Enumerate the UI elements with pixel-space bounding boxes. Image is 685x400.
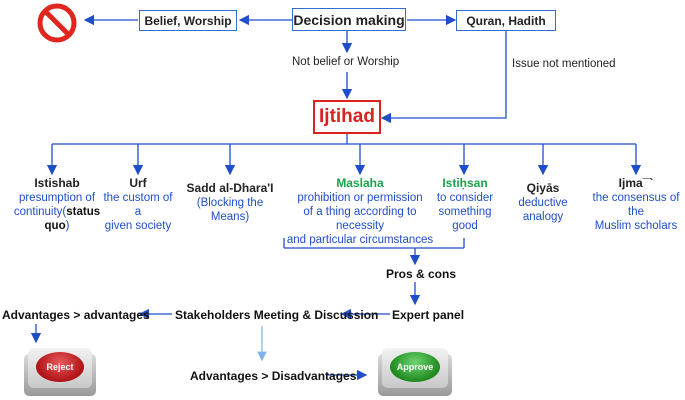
not-belief-label: Not belief or Worship xyxy=(292,56,400,68)
quran-hadith-label: Quran, Hadith xyxy=(466,13,546,28)
prohibited-icon xyxy=(37,3,77,43)
sadd-title: Sadd al-Dhara'I xyxy=(186,181,274,195)
method-istihsan: Istiḥsan to consider something good xyxy=(428,176,502,233)
urf-desc2: given society xyxy=(104,220,172,232)
issue-not-mentioned-label: Issue not mentioned xyxy=(512,58,616,70)
method-sadd-al-dharai: Sadd al-Dhara'I (Blocking the Means) xyxy=(180,181,280,224)
ijma-desc1: the consensus of the xyxy=(592,192,680,218)
maslaha-title: Maslaha xyxy=(336,176,384,190)
method-qiyas: Qiyās deductive analogy xyxy=(500,181,586,224)
advantages-gt-disadvantages-label: Advantages > Disadvantages xyxy=(190,369,357,383)
quran-hadith-box: Quran, Hadith xyxy=(456,10,556,31)
method-ijma: Ijma¯` the consensus of the Muslim schol… xyxy=(588,176,684,233)
ijtihad-box: Ijtihad xyxy=(313,100,381,134)
qiyas-desc1: deductive analogy xyxy=(518,197,568,223)
reject-label: Reject xyxy=(46,362,74,372)
istihsan-desc2: something good xyxy=(438,206,492,232)
method-urf: Urf the custom of a given society xyxy=(100,176,176,233)
method-maslaha: Maslaha prohibition or permission of a t… xyxy=(282,176,438,247)
ijma-title: Ijma¯` xyxy=(618,176,654,190)
belief-worship-box: Belief, Worship xyxy=(139,10,237,31)
urf-title: Urf xyxy=(129,176,147,190)
belief-worship-label: Belief, Worship xyxy=(144,13,232,28)
maslaha-desc1: prohibition or permission xyxy=(297,192,423,204)
istishab-desc2: continuity( xyxy=(13,206,67,218)
reject-button[interactable]: Reject xyxy=(24,346,96,398)
istishab-desc2-wrap: continuity(status quo) xyxy=(14,206,100,232)
stakeholders-meeting-label: Stakeholders Meeting & Discussion xyxy=(175,308,379,322)
ijtihad-label: Ijtihad xyxy=(319,106,375,127)
qiyas-title: Qiyās xyxy=(526,181,560,195)
istishab-desc2-end: ) xyxy=(65,220,70,232)
istishab-desc1: presumption of xyxy=(18,192,96,204)
urf-desc1: the custom of a xyxy=(103,192,173,218)
maslaha-desc2: of a thing according to necessity xyxy=(303,206,417,232)
ijma-desc2: Muslim scholars xyxy=(594,220,678,232)
istishab-title: Istishab xyxy=(34,176,80,190)
istihsan-desc1: to consider xyxy=(436,192,494,204)
expert-panel-label: Expert panel xyxy=(392,308,465,322)
istihsan-title: Istiḥsan xyxy=(442,176,488,190)
approve-button[interactable]: Approve xyxy=(378,346,452,398)
istishab-status-quo: status quo xyxy=(44,206,101,232)
maslaha-desc3: and particular circumstances xyxy=(286,234,434,246)
decision-making-box: Decision making xyxy=(292,8,406,31)
pros-cons-label: Pros & cons xyxy=(386,267,457,281)
method-istishab: Istishab presumption of continuity(statu… xyxy=(2,176,112,233)
sadd-desc1: (Blocking the Means) xyxy=(196,197,264,223)
decision-making-label: Decision making xyxy=(293,11,405,28)
approve-label: Approve xyxy=(396,362,434,372)
advantages-gt-advantages-label: Advantages > advantages xyxy=(2,308,150,322)
